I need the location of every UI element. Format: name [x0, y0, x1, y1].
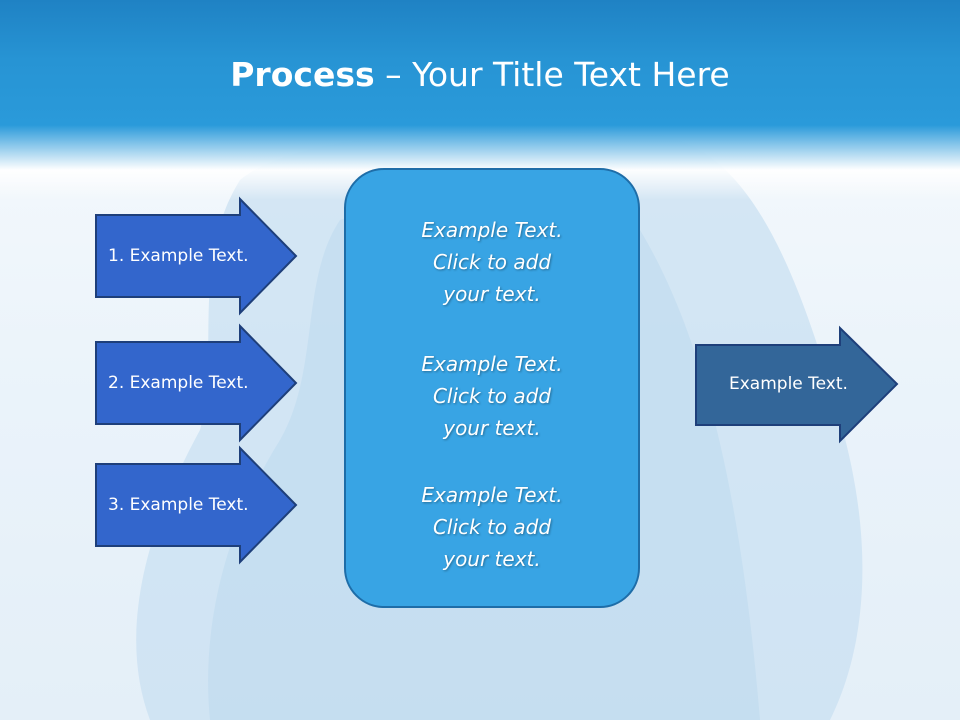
input-arrow-2-label: 2. Example Text.	[108, 373, 249, 393]
center-text-block-1[interactable]: Example Text. Click to add your text.	[346, 214, 638, 310]
center-process-box[interactable]: Example Text. Click to add your text. Ex…	[344, 168, 640, 608]
title-strong: Process	[230, 55, 375, 94]
output-arrow-label: Example Text.	[729, 374, 848, 394]
title-rest: – Your Title Text Here	[374, 55, 730, 94]
center-line: Example Text.	[421, 483, 563, 507]
input-arrow-3[interactable]	[95, 445, 298, 565]
input-arrow-3-label: 3. Example Text.	[108, 495, 249, 515]
center-line: your text.	[443, 282, 541, 306]
input-arrow-2[interactable]	[95, 323, 298, 443]
center-line: Click to add	[432, 250, 552, 274]
input-arrow-1[interactable]	[95, 196, 298, 316]
slide-title[interactable]: Process – Your Title Text Here	[0, 52, 960, 98]
center-line: your text.	[443, 416, 541, 440]
center-line: Click to add	[432, 515, 552, 539]
center-line: Click to add	[432, 384, 552, 408]
center-line: Example Text.	[421, 352, 563, 376]
output-arrow[interactable]	[695, 325, 899, 444]
center-text-block-3[interactable]: Example Text. Click to add your text.	[346, 479, 638, 575]
center-line: your text.	[443, 547, 541, 571]
center-text-block-2[interactable]: Example Text. Click to add your text.	[346, 348, 638, 444]
center-line: Example Text.	[421, 218, 563, 242]
input-arrow-1-label: 1. Example Text.	[108, 246, 249, 266]
header-bar	[0, 0, 960, 200]
